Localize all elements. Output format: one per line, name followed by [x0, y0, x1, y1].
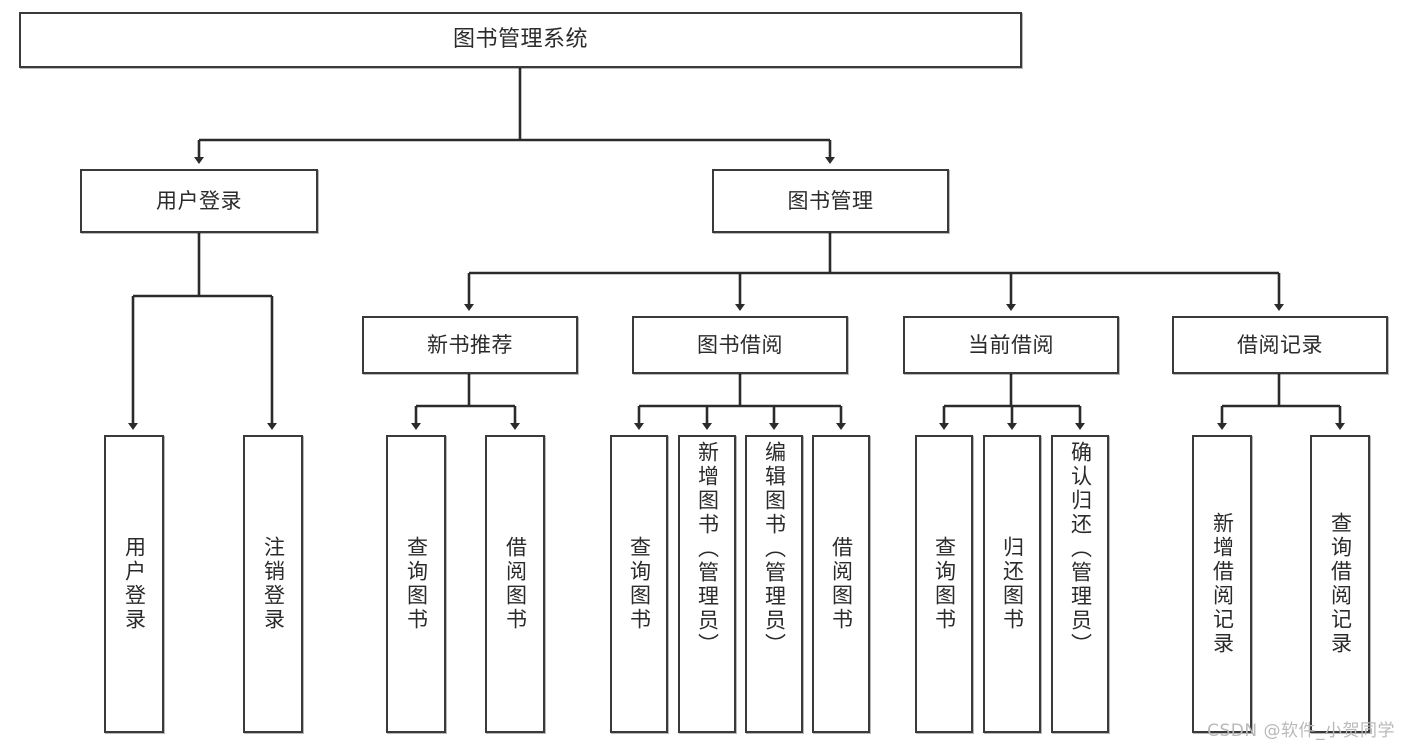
node-leaf-confirm-return-label: 确认归还（管理员）	[1068, 441, 1093, 657]
node-leaf-add-book-label: 新增图书（管理员）	[695, 441, 720, 657]
node-leaf-user-login[interactable]: 用户登录	[104, 435, 164, 733]
node-leaf-edit-book[interactable]: 编辑图书（管理员）	[745, 435, 803, 733]
node-leaf-user-logout-label: 注销登录	[261, 536, 286, 632]
node-leaf-query-book-2-label: 查询图书	[627, 536, 652, 632]
node-current-borrow[interactable]: 当前借阅	[903, 316, 1119, 374]
node-root-label: 图书管理系统	[452, 27, 588, 53]
node-current-borrow-label: 当前借阅	[968, 332, 1054, 357]
node-leaf-borrow-book-1[interactable]: 借阅图书	[485, 435, 545, 733]
node-leaf-add-record[interactable]: 新增借阅记录	[1192, 435, 1252, 733]
csdn-watermark: CSDN @软件_小贺同学	[1207, 721, 1395, 741]
node-borrow-record-label: 借阅记录	[1237, 332, 1323, 357]
node-leaf-query-book-1[interactable]: 查询图书	[386, 435, 446, 733]
node-leaf-query-book-1-label: 查询图书	[404, 536, 429, 632]
node-leaf-add-book[interactable]: 新增图书（管理员）	[678, 435, 736, 733]
node-leaf-confirm-return[interactable]: 确认归还（管理员）	[1051, 435, 1109, 733]
node-root[interactable]: 图书管理系统	[19, 12, 1022, 68]
node-leaf-return-book[interactable]: 归还图书	[983, 435, 1041, 733]
node-leaf-query-book-2[interactable]: 查询图书	[610, 435, 668, 733]
node-book-borrow-label: 图书借阅	[697, 332, 783, 357]
node-leaf-user-logout[interactable]: 注销登录	[243, 435, 303, 733]
node-leaf-add-record-label: 新增借阅记录	[1210, 512, 1235, 656]
node-leaf-borrow-book-1-label: 借阅图书	[503, 536, 528, 632]
node-book-manage-label: 图书管理	[787, 188, 874, 213]
node-leaf-borrow-book-2[interactable]: 借阅图书	[812, 435, 870, 733]
node-leaf-edit-book-label: 编辑图书（管理员）	[762, 441, 787, 657]
node-leaf-query-book-3-label: 查询图书	[932, 536, 957, 632]
node-book-borrow[interactable]: 图书借阅	[632, 316, 848, 374]
node-book-manage[interactable]: 图书管理	[712, 169, 949, 233]
node-borrow-record[interactable]: 借阅记录	[1172, 316, 1388, 374]
node-new-book-rec[interactable]: 新书推荐	[362, 316, 578, 374]
node-leaf-query-book-3[interactable]: 查询图书	[915, 435, 973, 733]
node-user-login[interactable]: 用户登录	[80, 169, 318, 233]
node-leaf-borrow-book-2-label: 借阅图书	[829, 536, 854, 632]
node-new-book-rec-label: 新书推荐	[427, 332, 513, 357]
node-user-login-label: 用户登录	[156, 188, 242, 213]
node-leaf-user-login-label: 用户登录	[122, 536, 147, 632]
node-leaf-return-book-label: 归还图书	[1000, 536, 1025, 632]
node-leaf-query-record[interactable]: 查询借阅记录	[1310, 435, 1370, 733]
node-leaf-query-record-label: 查询借阅记录	[1328, 512, 1353, 656]
